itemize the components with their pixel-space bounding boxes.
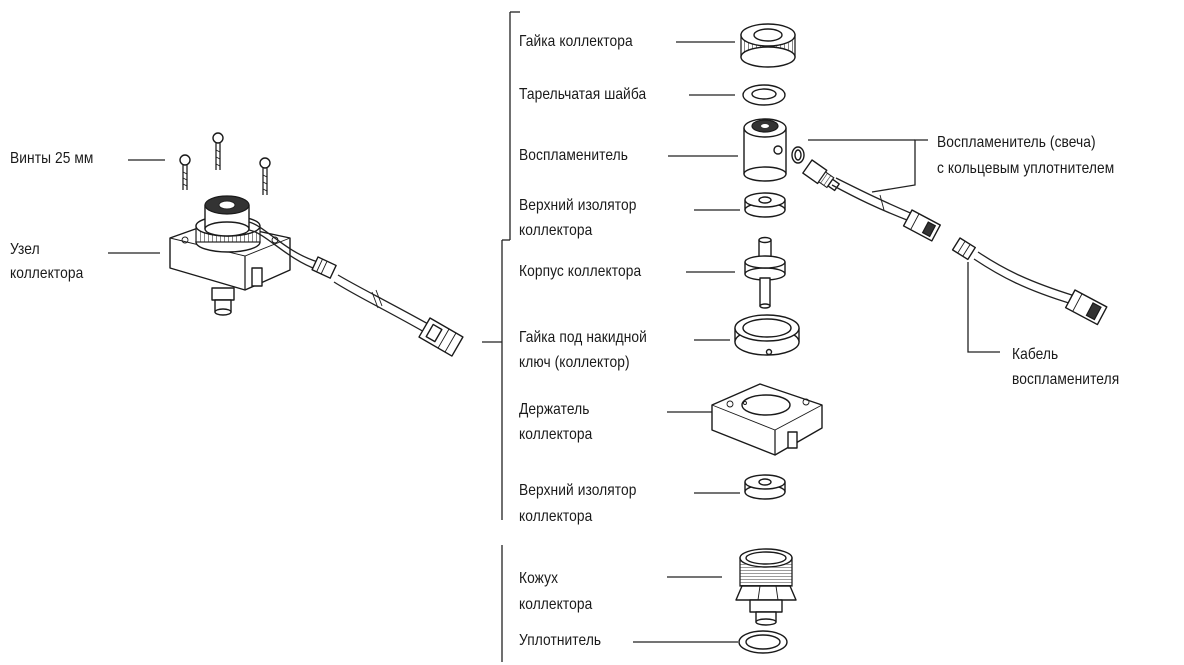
label-igniter-cable-line1: Кабель [1012,346,1059,363]
label-assembly-line1: Узел [10,241,40,258]
label-igniter: Воспламенитель [519,147,628,164]
screw-icon [259,157,271,195]
bracket-line [482,11,520,662]
label-holder-line2: коллектора [519,426,593,443]
assembly-drawing [169,132,464,357]
label-wrench-nut-line2: ключ (коллектор) [519,354,630,371]
label-holder-line1: Держатель [519,401,590,418]
cable-drawing [802,139,1108,353]
label-collector-nut: Гайка коллектора [519,33,633,50]
label-assembly-line2: коллектора [10,265,84,282]
label-housing-line1: Кожух [519,570,559,587]
screw-icon [212,132,224,170]
label-upper-insulator-1-line2: коллектора [519,222,593,239]
label-upper-insulator-2-line2: коллектора [519,508,593,525]
label-housing-line2: коллектора [519,596,593,613]
label-igniter-plug-line2: с кольцевым уплотнителем [937,160,1115,177]
label-igniter-plug-line1: Воспламенитель (свеча) [937,134,1096,151]
label-belleville-washer: Тарельчатая шайба [519,86,647,103]
label-seal: Уплотнитель [519,632,602,649]
label-screws: Винты 25 мм [10,150,94,167]
exploded-drawing [633,23,823,654]
screw-icon [179,154,191,190]
label-upper-insulator-2-line1: Верхний изолятор [519,482,637,499]
label-wrench-nut-line1: Гайка под накидной [519,329,647,346]
label-upper-insulator-1-line1: Верхний изолятор [519,197,637,214]
label-collector-body: Корпус коллектора [519,263,642,280]
label-igniter-cable-line2: воспламенителя [1012,371,1120,388]
